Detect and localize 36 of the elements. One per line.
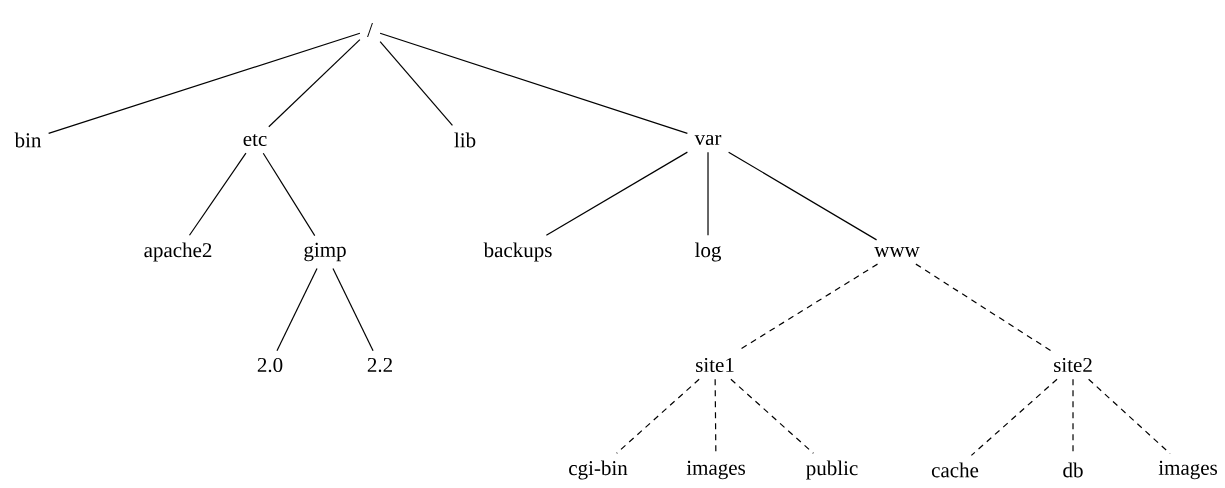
tree-branch (262, 152, 316, 237)
tree-branch (379, 41, 454, 126)
folder-label: apache2 (144, 242, 212, 262)
folder-label: backups (483, 242, 552, 262)
folder-label: www (874, 247, 920, 257)
tree-branch (616, 378, 700, 454)
tree-branch (268, 39, 361, 128)
tree-branch (188, 152, 247, 236)
folder-label: 2.2 (367, 357, 392, 373)
folder-label: / (367, 22, 373, 37)
folder-label: images (686, 460, 745, 480)
folder-label: log (695, 242, 722, 262)
tree-branch (1088, 378, 1171, 455)
tree-branch (48, 32, 361, 134)
tree-branch (379, 32, 688, 134)
tree-branch (276, 267, 318, 352)
folder-label: site2 (1054, 357, 1092, 373)
folder-label: bin (14, 132, 42, 148)
tree-branch (730, 378, 814, 454)
tree-branch (970, 378, 1058, 456)
folder-label: images (1158, 460, 1217, 480)
folder-label: 2.0 (257, 357, 283, 373)
tree-branch (332, 267, 374, 352)
folder-label: cache (931, 462, 979, 478)
folder-label: public (806, 460, 858, 480)
tree-branch (545, 151, 688, 236)
folder-label: db (1063, 462, 1083, 478)
folder-label: cgi-bin (569, 460, 628, 480)
folder-label: lib (454, 132, 476, 148)
tree-branch (707, 151, 709, 236)
folder-label: site1 (696, 357, 734, 373)
folder-label: gimp (304, 242, 346, 262)
tree-branch (915, 263, 1052, 352)
folder-label: etc (243, 134, 267, 146)
folder-label: var (694, 134, 722, 146)
tree-branch (728, 151, 878, 241)
